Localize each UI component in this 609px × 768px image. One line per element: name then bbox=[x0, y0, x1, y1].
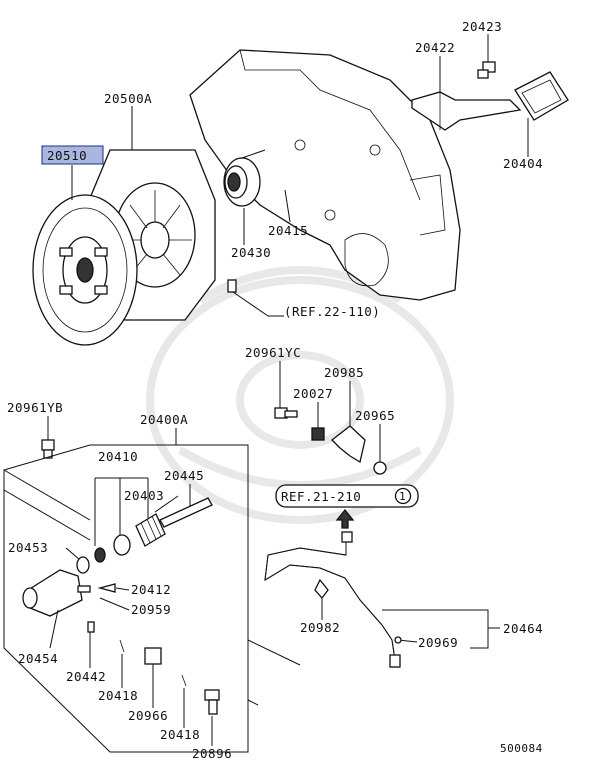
bushing-20027 bbox=[311, 427, 325, 441]
label-20410: 20410 bbox=[98, 449, 138, 464]
label-20464: 20464 bbox=[503, 621, 543, 636]
label-20418-a: 20418 bbox=[98, 688, 138, 703]
piston-20410 bbox=[94, 534, 131, 563]
nut-20965 bbox=[373, 461, 387, 475]
transmission-housing bbox=[189, 49, 461, 301]
bolt-20961YB bbox=[41, 439, 55, 459]
boot-20404 bbox=[514, 71, 569, 121]
bolt-20896 bbox=[204, 689, 220, 715]
label-20959: 20959 bbox=[131, 602, 171, 617]
label-20445: 20445 bbox=[164, 468, 204, 483]
pushrod-20445 bbox=[159, 497, 213, 528]
label-20430: 20430 bbox=[231, 245, 271, 260]
label-20961YB: 20961YB bbox=[7, 400, 63, 415]
label-20404: 20404 bbox=[503, 156, 543, 171]
label-20442: 20442 bbox=[66, 669, 106, 684]
arrow-up-icon bbox=[335, 508, 355, 529]
pin-20442 bbox=[87, 621, 95, 633]
bolt-20423 bbox=[477, 61, 496, 79]
ref-21-210: REF.21-210 bbox=[281, 489, 361, 504]
label-20415: 20415 bbox=[268, 223, 308, 238]
clutch-fork bbox=[411, 91, 522, 131]
label-20500A: 20500A bbox=[104, 91, 152, 106]
diagram-code: 500084 bbox=[500, 742, 543, 755]
clip-20418-a bbox=[119, 639, 125, 653]
clip-20418-b bbox=[181, 674, 187, 687]
label-20965: 20965 bbox=[355, 408, 395, 423]
dowel-pin bbox=[227, 279, 237, 293]
clutch-disc bbox=[32, 194, 138, 346]
label-20403: 20403 bbox=[124, 488, 164, 503]
label-20982: 20982 bbox=[300, 620, 340, 635]
label-20423: 20423 bbox=[462, 19, 502, 34]
ref-22-110[interactable]: (REF.22-110) bbox=[284, 304, 380, 319]
clutch-line-pipe bbox=[264, 531, 401, 668]
boot-20403 bbox=[135, 513, 166, 547]
bracket-20985 bbox=[331, 425, 366, 464]
label-20966: 20966 bbox=[128, 708, 168, 723]
bushing-20966 bbox=[144, 647, 162, 665]
label-20418-b: 20418 bbox=[160, 727, 200, 742]
label-20961YC: 20961YC bbox=[245, 345, 301, 360]
highlight-box-20510 bbox=[41, 145, 104, 165]
clip-20982 bbox=[314, 578, 329, 600]
release-bearing bbox=[223, 149, 266, 207]
label-20969: 20969 bbox=[418, 635, 458, 650]
label-20422: 20422 bbox=[415, 40, 455, 55]
bleeder-20412 bbox=[77, 583, 116, 593]
label-20453: 20453 bbox=[8, 540, 48, 555]
ref-21-210-circle-number: 1 bbox=[399, 490, 406, 503]
label-20027: 20027 bbox=[293, 386, 333, 401]
label-20896: 20896 bbox=[192, 746, 232, 761]
slave-cylinder-body bbox=[22, 569, 83, 617]
ring-20453 bbox=[76, 556, 90, 574]
label-20412: 20412 bbox=[131, 582, 171, 597]
label-20510: 20510 bbox=[47, 148, 87, 163]
bolt-20961YC bbox=[274, 407, 298, 419]
label-20985: 20985 bbox=[324, 365, 364, 380]
label-20400A: 20400A bbox=[140, 412, 188, 427]
label-20454: 20454 bbox=[18, 651, 58, 666]
ref-21-210-box[interactable] bbox=[275, 484, 419, 508]
assembly-outline bbox=[3, 444, 249, 753]
